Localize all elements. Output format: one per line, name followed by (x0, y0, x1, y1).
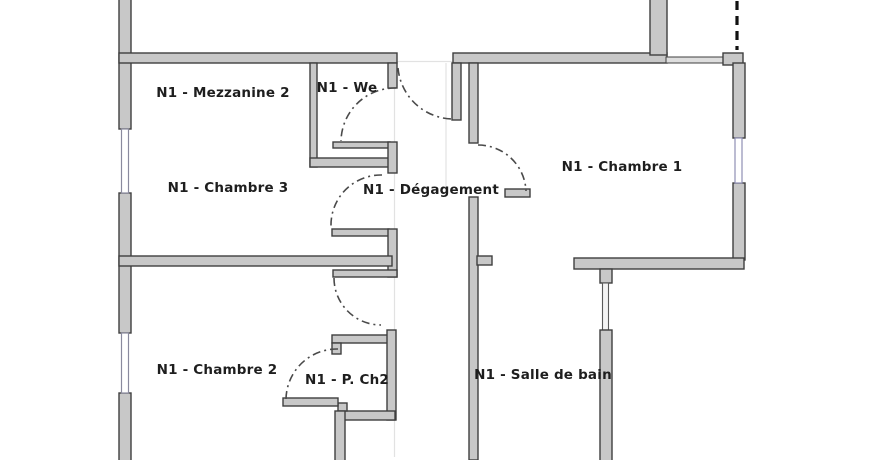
wall-segment (282, 397, 339, 407)
wall-segment (732, 62, 746, 139)
room-label-we: N1 - We (316, 80, 378, 96)
glass-panel (601, 282, 610, 331)
door-arc (330, 174, 383, 227)
room-label-degagement: N1 - Dégagement (363, 182, 499, 198)
wall-segment (118, 255, 393, 267)
room-label-mezzanine-2: N1 - Mezzanine 2 (156, 85, 290, 101)
wall-segment (504, 188, 531, 198)
wall-segment (476, 255, 493, 266)
wall-segment (334, 410, 346, 460)
wall-segment (387, 141, 398, 174)
window (120, 128, 130, 194)
room-label-petit-chambre-2: N1 - P. Ch2 (304, 372, 390, 388)
bathroom-walls (599, 268, 613, 460)
room-label-salle-de-bain: N1 - Salle de bain (474, 367, 612, 383)
wall-segment (732, 182, 746, 261)
wall-segment (599, 329, 613, 460)
wall-segment (387, 62, 398, 89)
wall-segment (118, 52, 398, 64)
wall-segment (331, 228, 390, 237)
room-label-chambre-2: N1 - Chambre 2 (156, 362, 278, 378)
window (120, 332, 130, 394)
room-label-chambre-1: N1 - Chambre 1 (561, 159, 683, 175)
wc-walls (309, 62, 398, 174)
wall-segment (649, 0, 668, 56)
door-arcs (285, 67, 527, 400)
wall-segment (468, 62, 479, 144)
wall-segment (309, 157, 391, 168)
wall-segment (118, 392, 132, 460)
opening-guide-lines (393, 60, 453, 457)
wall-segment (331, 334, 396, 344)
door-arc (477, 144, 527, 192)
hall-duct-walls (118, 228, 398, 278)
wall-segment (451, 62, 462, 121)
left-outer-wall (118, 0, 132, 460)
wall-segment (309, 62, 318, 168)
wall-segment (468, 196, 479, 460)
wall-segment (332, 269, 398, 278)
closet-walls (282, 329, 397, 460)
thin-wall-segment (665, 56, 726, 64)
room-label-chambre-3: N1 - Chambre 3 (167, 180, 289, 196)
wall-segment (337, 410, 396, 421)
degagement-walls (451, 62, 531, 460)
door-arc (333, 277, 382, 326)
wall-segment (337, 402, 348, 412)
door-arc (340, 87, 397, 142)
wall-segment (452, 52, 668, 64)
door-arc (397, 67, 453, 120)
right-outer-wall (573, 62, 746, 270)
wall-segment (332, 141, 391, 149)
window (734, 137, 743, 184)
door-arc (285, 348, 339, 400)
wall-segment (118, 0, 132, 130)
wall-segment (573, 257, 745, 270)
top-walls (118, 0, 744, 66)
wall-segment (599, 268, 613, 284)
